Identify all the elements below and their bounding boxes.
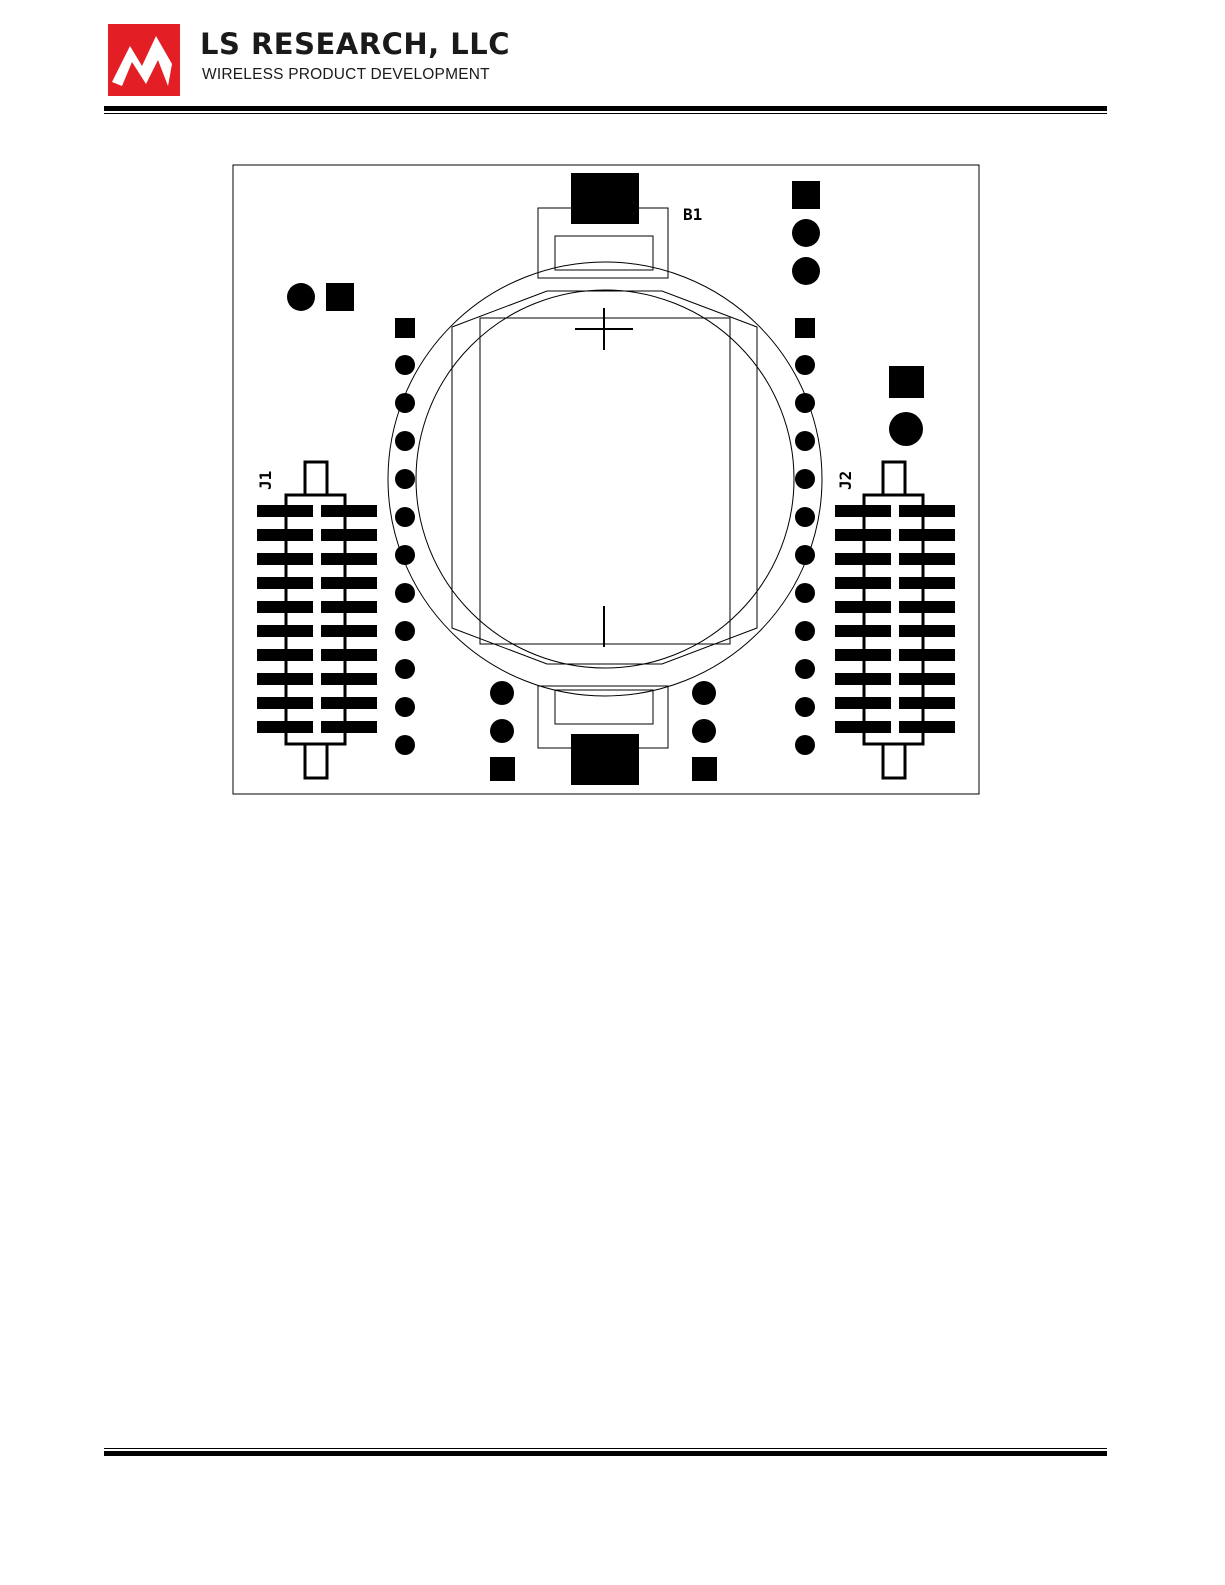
pin-pad-square xyxy=(795,318,815,338)
pad-round xyxy=(792,257,820,285)
connector-pad xyxy=(835,673,891,685)
pad-round xyxy=(889,412,923,446)
battery-pad-bottom xyxy=(571,734,639,785)
connector-pad xyxy=(257,577,313,589)
connector-pad xyxy=(899,577,955,589)
connector-pad xyxy=(835,721,891,733)
pin-pad-round xyxy=(795,621,815,641)
connector-pad xyxy=(257,649,313,661)
pin-pad-round xyxy=(395,697,415,717)
connector-pad xyxy=(899,529,955,541)
connector-pad xyxy=(835,529,891,541)
pin-pad-round xyxy=(795,583,815,603)
connector-pad xyxy=(321,649,377,661)
pad-square xyxy=(326,283,354,311)
connector-pad xyxy=(899,505,955,517)
connector-j2 xyxy=(835,462,955,778)
connector-j1-ref-label: J1 xyxy=(256,471,275,490)
connector-j1 xyxy=(257,462,377,778)
connector-pad xyxy=(321,553,377,565)
connector-j2-ref-label: J2 xyxy=(836,471,855,490)
pin-pad-round xyxy=(395,545,415,565)
connector-pad xyxy=(321,673,377,685)
footer-rule xyxy=(104,1448,1107,1456)
pin-pad-round xyxy=(795,507,815,527)
connector-pad xyxy=(899,625,955,637)
connector-pad xyxy=(257,721,313,733)
pad-square xyxy=(792,181,820,209)
battery-pad-top xyxy=(571,173,639,224)
pin-pad-round xyxy=(395,431,415,451)
connector-pad xyxy=(321,697,377,709)
connector-pad xyxy=(835,649,891,661)
pin-pad-round xyxy=(395,735,415,755)
pin-pad-round xyxy=(395,469,415,489)
pin-pad-round xyxy=(395,659,415,679)
connector-pad xyxy=(899,553,955,565)
connector-pad xyxy=(257,601,313,613)
connector-pad xyxy=(835,697,891,709)
pad-round xyxy=(692,681,716,705)
pad-round xyxy=(287,283,315,311)
pin-pad-round xyxy=(795,431,815,451)
pad-square xyxy=(889,366,924,398)
pin-header-right xyxy=(795,318,815,755)
pin-pad-round xyxy=(395,507,415,527)
connector-tab xyxy=(305,744,327,778)
connector-pad xyxy=(321,577,377,589)
connector-tab xyxy=(305,462,327,495)
connector-tab xyxy=(883,462,905,495)
pin-header-left xyxy=(395,318,415,755)
connector-pad xyxy=(899,673,955,685)
connector-pad xyxy=(899,649,955,661)
pin-pad-round xyxy=(795,697,815,717)
positive-marker xyxy=(575,308,633,350)
pad-square xyxy=(490,757,515,781)
battery-ref-label: B1 xyxy=(683,205,702,224)
connector-pad xyxy=(321,625,377,637)
connector-pad xyxy=(321,505,377,517)
connector-pad xyxy=(899,601,955,613)
connector-pad xyxy=(835,625,891,637)
connector-pad xyxy=(321,529,377,541)
pin-pad-round xyxy=(795,735,815,755)
pin-pad-round xyxy=(395,355,415,375)
connector-pad xyxy=(257,553,313,565)
connector-tab xyxy=(883,744,905,778)
connector-pad xyxy=(321,721,377,733)
pin-pad-round xyxy=(395,393,415,413)
pin-pad-round xyxy=(395,621,415,641)
pin-pad-round xyxy=(795,355,815,375)
battery-holder-b1 xyxy=(388,208,822,748)
connector-pad xyxy=(257,697,313,709)
pad-round xyxy=(490,719,514,743)
pad-round xyxy=(792,219,820,247)
connector-pad xyxy=(257,529,313,541)
pin-pad-round xyxy=(795,659,815,679)
pin-pad-square xyxy=(395,318,415,338)
connector-pad xyxy=(899,721,955,733)
pad-round xyxy=(692,719,716,743)
pad-round xyxy=(490,681,514,705)
pin-pad-round xyxy=(795,545,815,565)
connector-pad xyxy=(835,553,891,565)
pin-pad-round xyxy=(395,583,415,603)
connector-pad xyxy=(257,673,313,685)
connector-pad xyxy=(835,601,891,613)
connector-pad xyxy=(835,577,891,589)
pad-square xyxy=(692,757,717,781)
connector-pad xyxy=(321,601,377,613)
connector-pad xyxy=(257,505,313,517)
connector-pad xyxy=(899,697,955,709)
connector-pad xyxy=(257,625,313,637)
pin-pad-round xyxy=(795,393,815,413)
connector-pad xyxy=(835,505,891,517)
pin-pad-round xyxy=(795,469,815,489)
